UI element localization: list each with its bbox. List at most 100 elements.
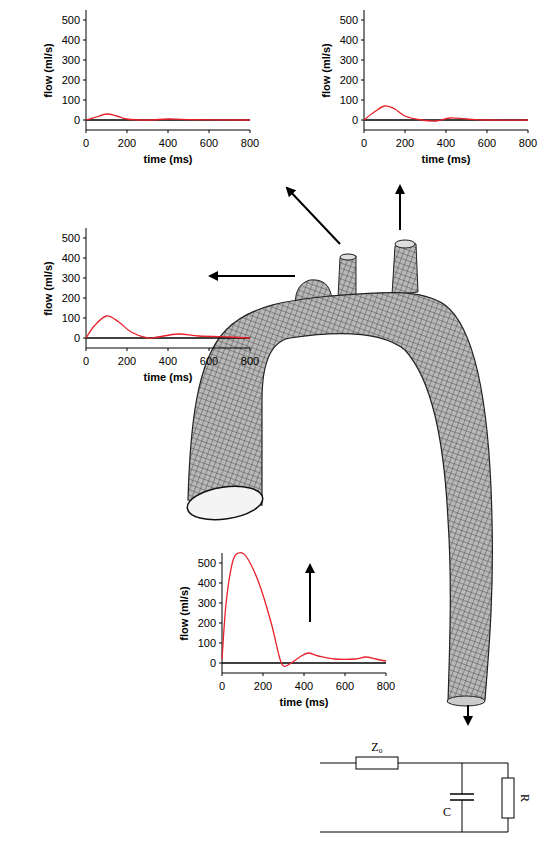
tick <box>83 60 86 61</box>
vessel-outlet <box>340 254 356 260</box>
axis-title: flow (ml/s) <box>42 43 53 97</box>
tick-label: 800 <box>377 681 395 692</box>
tick <box>83 318 86 319</box>
tick-label: 500 <box>340 15 358 26</box>
tick <box>528 130 529 133</box>
tick-label: 200 <box>62 293 80 304</box>
tick <box>219 643 222 644</box>
tick-label: 200 <box>198 618 216 629</box>
tick-label: 800 <box>241 356 259 367</box>
tick-label: 500 <box>62 15 80 26</box>
tick <box>250 130 251 133</box>
tick-label: 0 <box>352 115 358 126</box>
tick <box>168 130 169 133</box>
tick-label: 800 <box>519 138 537 149</box>
resistor-symbol <box>356 757 398 769</box>
tick <box>83 298 86 299</box>
arrow <box>287 188 340 244</box>
tick-label: 400 <box>62 35 80 46</box>
tick-label: 500 <box>62 233 80 244</box>
tick <box>263 673 264 676</box>
tick-label: 400 <box>198 578 216 589</box>
axis-title: time (ms) <box>422 154 471 165</box>
tick <box>86 130 87 133</box>
tick-label: 400 <box>295 681 313 692</box>
tick-label: 400 <box>159 138 177 149</box>
tick-label: 500 <box>198 558 216 569</box>
arrow <box>467 705 469 724</box>
tick <box>364 130 365 133</box>
tick-label: 0 <box>219 681 225 692</box>
tick <box>487 130 488 133</box>
tick-label: 200 <box>340 75 358 86</box>
arrow <box>210 275 295 277</box>
axis-title: flow (ml/s) <box>42 261 53 315</box>
tick <box>219 663 222 664</box>
tick-label: 400 <box>340 35 358 46</box>
tick <box>127 130 128 133</box>
axis-title: flow (ml/s) <box>178 586 189 640</box>
tick-label: 200 <box>118 138 136 149</box>
component-label: R <box>519 794 531 802</box>
chart-axes <box>83 10 250 133</box>
tick <box>219 603 222 604</box>
tick <box>386 673 387 676</box>
tick-label: 400 <box>437 138 455 149</box>
y-axis <box>86 228 87 348</box>
tick <box>83 238 86 239</box>
vessel-outlet <box>395 240 415 248</box>
arrow <box>309 565 311 622</box>
tick-label: 600 <box>200 356 218 367</box>
tick <box>345 673 346 676</box>
tick <box>83 80 86 81</box>
component-label: Z₀ <box>371 741 383 753</box>
tick <box>361 80 364 81</box>
y-axis <box>86 10 87 130</box>
axis-title: flow (ml/s) <box>320 43 331 97</box>
descending-outlet <box>447 696 485 706</box>
tick <box>168 348 169 351</box>
tick <box>83 120 86 121</box>
tick <box>250 348 251 351</box>
tick <box>83 100 86 101</box>
tick-label: 600 <box>478 138 496 149</box>
axis-title: time (ms) <box>280 697 329 708</box>
carotid-artery <box>338 254 356 300</box>
tick <box>83 278 86 279</box>
tick-label: 200 <box>62 75 80 86</box>
tick-label: 400 <box>62 253 80 264</box>
tick-label: 0 <box>361 138 367 149</box>
tick-label: 0 <box>74 115 80 126</box>
tick <box>446 130 447 133</box>
flow-curve <box>86 114 250 120</box>
axis-title: time (ms) <box>144 372 193 383</box>
tick-label: 300 <box>198 598 216 609</box>
component-label: C <box>443 806 451 818</box>
tick <box>405 130 406 133</box>
tick <box>304 673 305 676</box>
zero-line <box>86 337 250 338</box>
tick-label: 300 <box>340 55 358 66</box>
windkessel-circuit <box>320 757 514 832</box>
tick-label: 600 <box>200 138 218 149</box>
tick <box>219 563 222 564</box>
tick-label: 0 <box>83 138 89 149</box>
tick-label: 600 <box>336 681 354 692</box>
tick <box>361 60 364 61</box>
aortic-root-inlet <box>185 482 265 524</box>
arrow <box>399 186 401 230</box>
resistor-symbol <box>502 778 514 818</box>
tick <box>127 348 128 351</box>
tick <box>222 673 223 676</box>
tick-label: 0 <box>74 333 80 344</box>
tick <box>209 130 210 133</box>
y-axis <box>364 10 365 130</box>
tick-label: 100 <box>340 95 358 106</box>
capacitor-symbol <box>450 793 474 795</box>
flow-curve <box>364 106 528 121</box>
tick-label: 200 <box>396 138 414 149</box>
tick <box>361 40 364 41</box>
